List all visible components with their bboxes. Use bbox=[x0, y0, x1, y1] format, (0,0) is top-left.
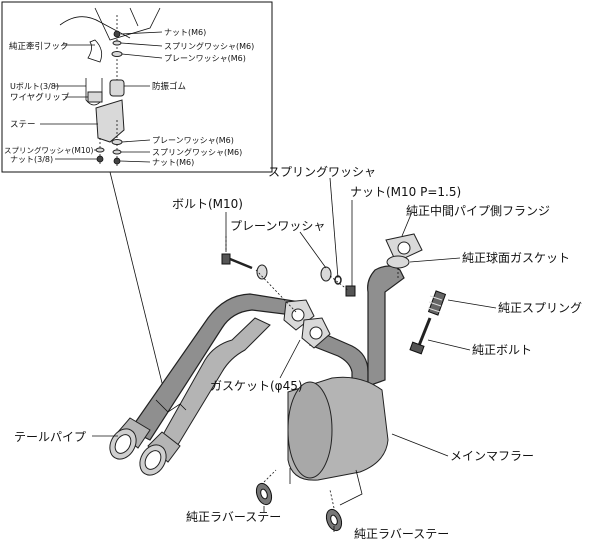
inset-label-wire-grip: ワイヤグリップ bbox=[10, 92, 70, 103]
label-spring-washer: スプリングワッシャ bbox=[268, 165, 376, 179]
inset-label-nut-m6: ナット(M6) bbox=[164, 28, 206, 37]
label-main-muffler: メインマフラー bbox=[450, 449, 534, 463]
inset-label-spring-washer-m6-lower: スプリングワッシャ(M6) bbox=[152, 147, 242, 157]
bolt-m10 bbox=[221, 253, 253, 270]
inset-spring-washer bbox=[112, 40, 122, 46]
mid-pipe bbox=[367, 265, 405, 387]
label-oem-bolt: 純正ボルト bbox=[472, 343, 532, 357]
oem-rubber-stay-2 bbox=[325, 508, 343, 532]
inset-body-outline bbox=[59, 7, 161, 41]
label-oem-rubber-stay-2: 純正ラバーステー bbox=[354, 527, 449, 541]
label-bolt-m10: ボルト(M10) bbox=[172, 197, 243, 211]
inset-label-plain-washer-m6-lower: プレーンワッシャ(M6) bbox=[152, 136, 234, 145]
inset-label-spring-washer-m10: スプリングワッシャ(M10) bbox=[4, 145, 93, 155]
oem-bolt bbox=[409, 317, 432, 355]
label-oem-spring: 純正スプリング bbox=[498, 301, 582, 315]
plain-washer bbox=[256, 264, 268, 280]
inset-label-spring-washer-m6: スプリングワッシャ(M6) bbox=[164, 41, 254, 51]
tail-hanger bbox=[155, 399, 187, 413]
oem-rubber-stay-1 bbox=[255, 482, 273, 506]
inset-nut-m6 bbox=[113, 30, 121, 38]
inset-wire-grip bbox=[87, 91, 103, 103]
inset-label-rubber-mount: 防振ゴム bbox=[152, 81, 186, 92]
assembly-dash-lines bbox=[225, 236, 399, 509]
label-oem-rubber-stay-1: 純正ラバーステー bbox=[186, 510, 281, 524]
inset-label-stay: ステー bbox=[10, 120, 36, 130]
oem-mid-pipe-flange bbox=[385, 233, 423, 263]
oem-spring bbox=[427, 290, 447, 316]
inset-detail: 純正牽引フック ナット(M6) スプリングワッシャ(M6) プレーンワッシャ(M… bbox=[1, 1, 273, 173]
inset-label-plain-washer-m6: プレーンワッシャ(M6) bbox=[164, 54, 246, 63]
inset-label-nut-3-8: ナット(3/8) bbox=[10, 155, 53, 164]
inset-label-u-bolt: Uボルト(3/8) bbox=[10, 82, 59, 91]
plain-washer-2 bbox=[320, 266, 332, 282]
inset-label-tow-hook: 純正牽引フック bbox=[9, 41, 69, 52]
inset-label-nut-m6-lower: ナット(M6) bbox=[152, 158, 194, 167]
label-oem-ball-gasket: 純正球面ガスケット bbox=[462, 251, 570, 265]
nut-m10 bbox=[345, 285, 356, 297]
label-tail-pipe: テールパイプ bbox=[14, 430, 86, 444]
y-pipe-lower-branch bbox=[159, 317, 271, 449]
label-gasket-45: ガスケット(φ45) bbox=[210, 379, 303, 393]
inset-frame bbox=[1, 1, 273, 173]
label-oem-mid-pipe-flange: 純正中間パイプ側フランジ bbox=[406, 203, 550, 218]
label-plain-washer: プレーンワッシャ bbox=[230, 219, 325, 233]
exhaust-parts bbox=[92, 177, 497, 532]
inset-callout-line bbox=[109, 171, 166, 396]
label-nut-m10: ナット(M10 P=1.5) bbox=[350, 185, 461, 199]
oem-ball-gasket bbox=[386, 255, 410, 269]
tail-pipes bbox=[109, 417, 181, 476]
inset-rubber-mount bbox=[109, 79, 125, 97]
inset-plain-washer bbox=[111, 51, 123, 57]
